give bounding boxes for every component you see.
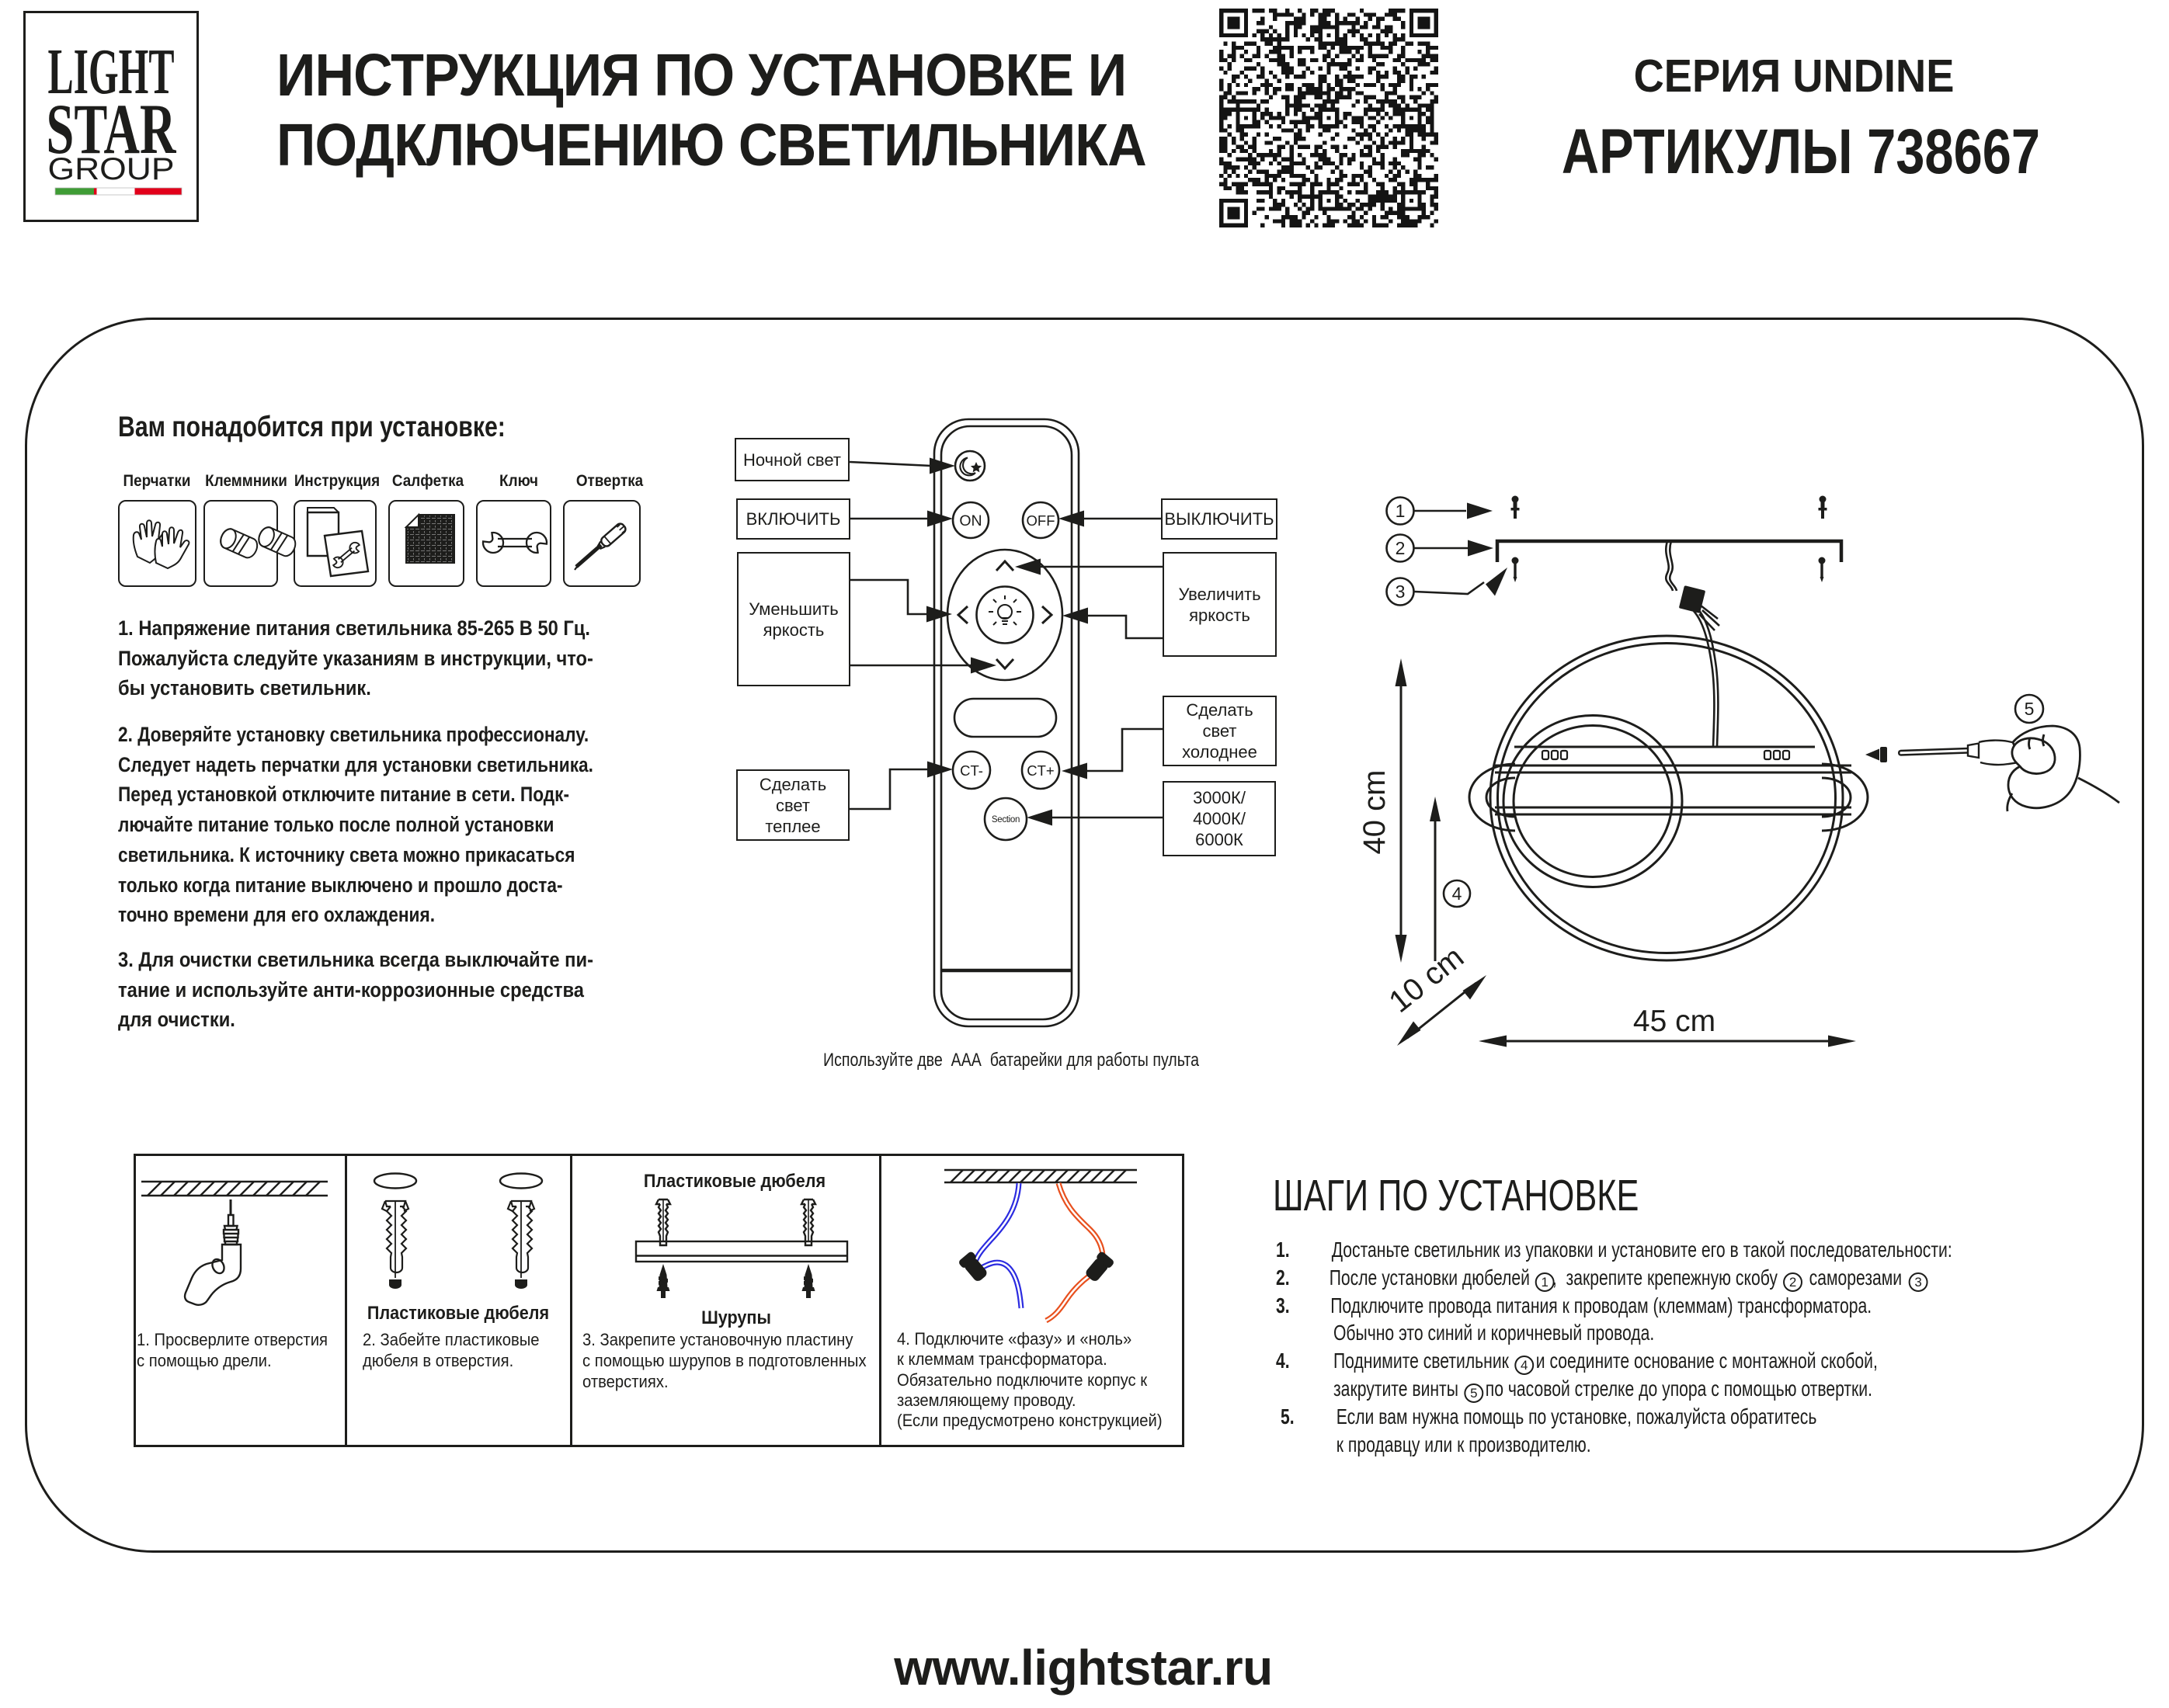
svg-text:CT+: CT+ <box>1027 762 1054 779</box>
svg-text:Section: Section <box>992 815 1020 824</box>
svg-text:2: 2 <box>1396 538 1406 558</box>
svg-text:CT-: CT- <box>960 762 983 779</box>
svg-text:5: 5 <box>2025 699 2035 719</box>
svg-text:45 cm: 45 cm <box>1633 1005 1715 1038</box>
svg-text:STAR: STAR <box>47 89 177 168</box>
svg-text:GROUP: GROUP <box>48 152 175 186</box>
svg-text:40 cm: 40 cm <box>1357 770 1392 855</box>
svg-text:3: 3 <box>1396 581 1406 602</box>
svg-text:ON: ON <box>959 512 982 529</box>
svg-text:OFF: OFF <box>1027 512 1055 529</box>
svg-text:4: 4 <box>1452 884 1462 904</box>
svg-text:10 cm: 10 cm <box>1383 940 1471 1019</box>
svg-text:1: 1 <box>1396 501 1406 521</box>
svg-text:LIGHT: LIGHT <box>48 36 175 108</box>
